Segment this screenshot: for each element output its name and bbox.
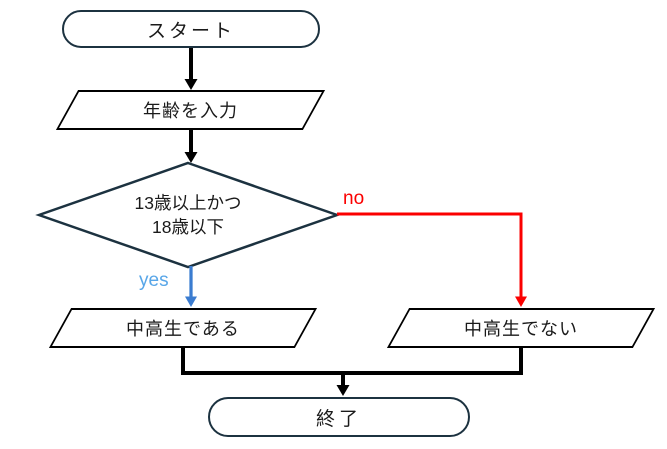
is-student-parallelogram: 中高生である: [48, 308, 318, 348]
is-student-label: 中高生である: [126, 319, 240, 339]
input-age-label: 年齢を入力: [143, 101, 238, 121]
decision-label: 13歳以上かつ 18歳以下: [88, 191, 288, 239]
yes-branch-label: yes: [139, 270, 169, 291]
merge-connector: [181, 346, 523, 375]
yes-arrow: [185, 266, 197, 307]
not-student-label: 中高生でない: [464, 319, 578, 339]
decision-label-line2: 18歳以下: [152, 217, 224, 237]
end-terminator: 終了: [208, 397, 470, 437]
start-label: スタート: [146, 20, 235, 42]
start-to-input-arrow: [184, 48, 198, 90]
not-student-parallelogram: 中高生でない: [386, 308, 656, 348]
start-terminator: スタート: [62, 10, 320, 48]
end-label: 終了: [315, 408, 362, 430]
decision-label-line1: 13歳以上かつ: [134, 193, 242, 213]
input-to-decision-arrow: [184, 129, 198, 163]
merge-to-end-arrow: [336, 373, 350, 396]
decision-diamond: [35, 161, 341, 269]
no-branch-label: no: [343, 188, 365, 209]
no-arrow: [337, 212, 527, 307]
input-age-parallelogram: 年齢を入力: [55, 90, 326, 130]
